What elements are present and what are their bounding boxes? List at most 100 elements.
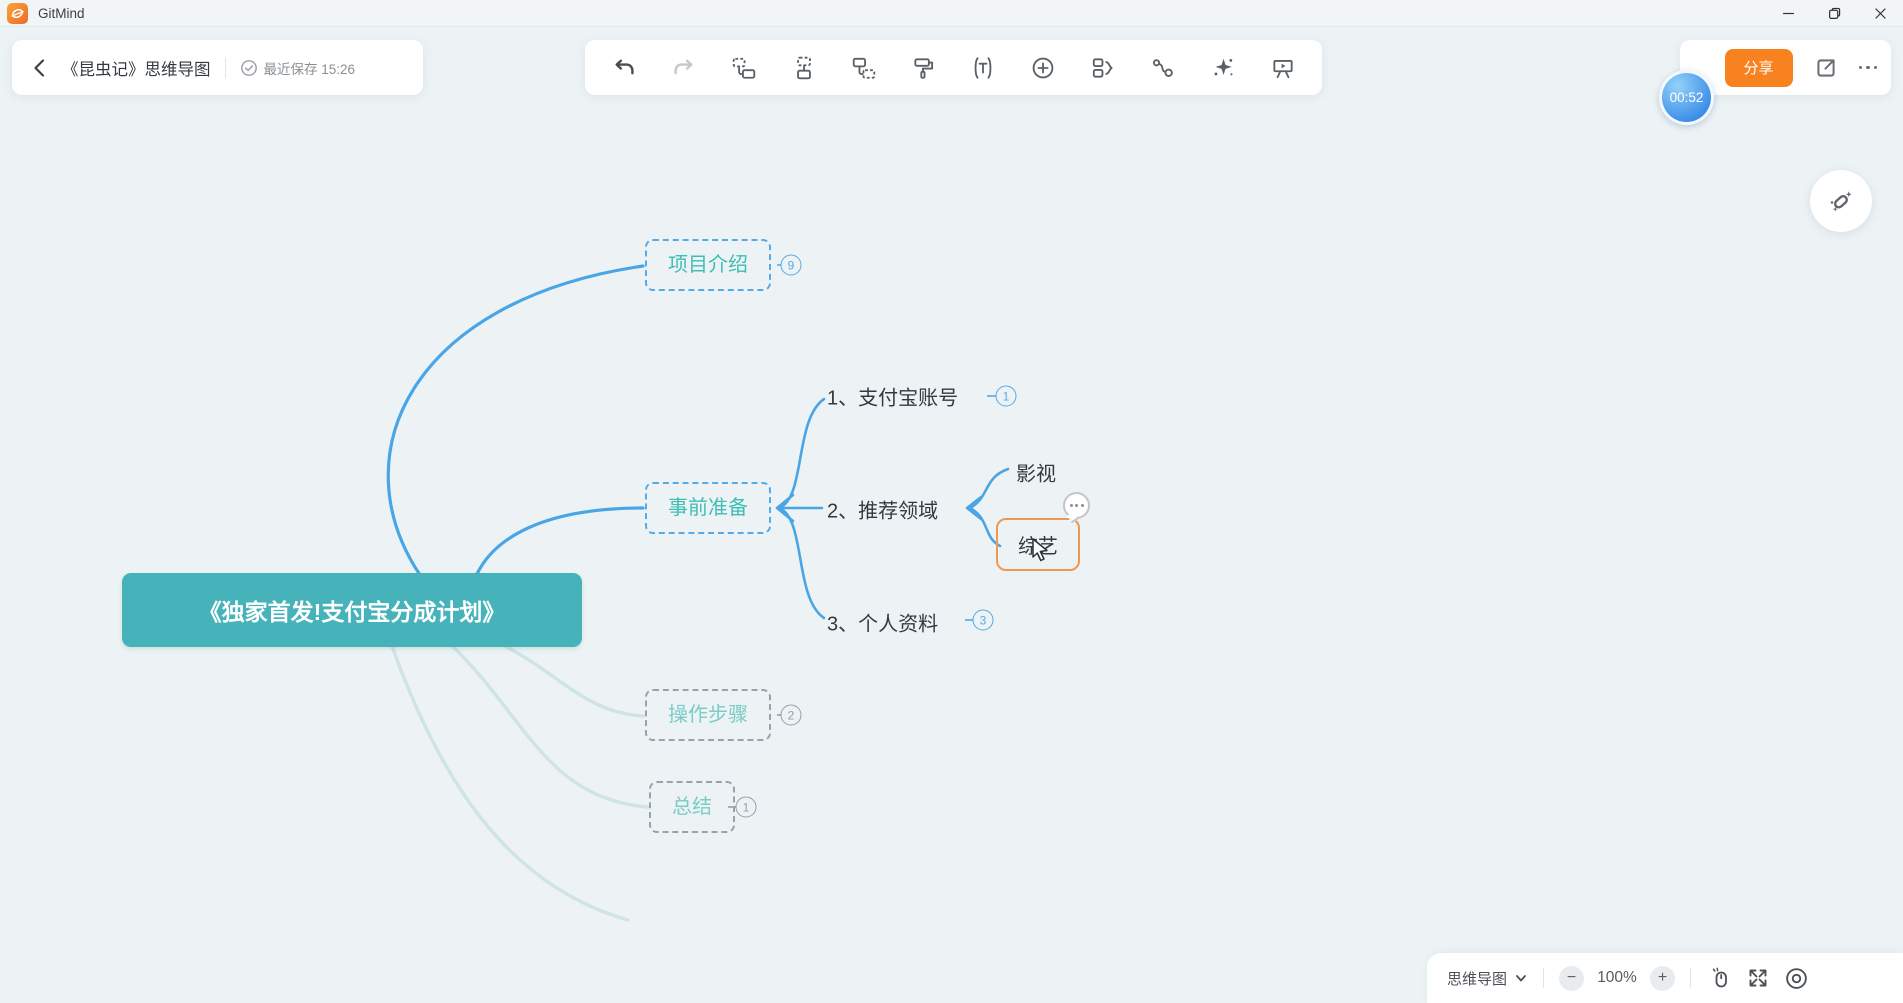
node-more-menu-icon[interactable] xyxy=(1063,492,1090,519)
share-button[interactable]: 分享 xyxy=(1724,48,1793,87)
link-steps xyxy=(503,644,645,718)
zoom-out-button[interactable]: − xyxy=(1559,965,1585,991)
badge-count: 2 xyxy=(787,708,795,722)
export-icon[interactable] xyxy=(1813,55,1839,81)
dot xyxy=(1069,504,1073,507)
badge-count: 1 xyxy=(742,800,750,814)
node-alipay-account[interactable]: 1、支付宝账号 xyxy=(827,387,959,410)
zoom-in-button[interactable]: + xyxy=(1650,965,1676,991)
summary-button[interactable] xyxy=(1086,51,1120,85)
close-icon[interactable] xyxy=(1857,0,1903,27)
window-titlebar: GitMind xyxy=(0,0,1903,27)
summary-icon xyxy=(1093,57,1113,78)
document-header-panel: 《昆虫记》思维导图 最近保存 15:26 xyxy=(12,40,423,95)
brace-tip-prepare xyxy=(775,493,795,523)
dot xyxy=(1873,65,1877,70)
share-panel: 分享 xyxy=(1680,40,1891,95)
node-variety-show-selected[interactable]: 综艺 xyxy=(996,518,1080,571)
dot xyxy=(1080,504,1084,507)
link-child-3 xyxy=(777,506,826,620)
node-label: 项目介绍 xyxy=(668,254,748,276)
gitmind-logo-icon xyxy=(7,2,28,24)
link-project xyxy=(386,264,645,577)
insert-child-node-button[interactable] xyxy=(847,51,881,85)
mouse-mode-icon[interactable] xyxy=(1708,966,1732,990)
dot xyxy=(1075,504,1078,507)
node-label: 总结 xyxy=(672,796,712,818)
divider xyxy=(1543,968,1545,988)
node-personal-info[interactable]: 3、个人资料 xyxy=(827,613,939,636)
collapsed-count-badge[interactable]: 9 xyxy=(780,254,802,276)
ai-magic-icon xyxy=(1214,58,1233,75)
restore-icon[interactable] xyxy=(1811,0,1857,27)
badge-count: 3 xyxy=(979,613,987,627)
ai-magic-button[interactable] xyxy=(1206,51,1240,85)
layout-type-dropdown[interactable]: 思维导图 xyxy=(1447,968,1528,989)
minimize-icon[interactable] xyxy=(1765,0,1811,27)
app-title: GitMind xyxy=(38,5,85,21)
document-title[interactable]: 《昆虫记》思维导图 xyxy=(62,60,211,79)
link-extra xyxy=(390,644,630,922)
brace-tip-field xyxy=(965,495,983,521)
saved-check-icon xyxy=(240,59,257,76)
insert-parent-node-button[interactable] xyxy=(787,51,821,85)
node-label: 事前准备 xyxy=(668,497,748,519)
link-child-1 xyxy=(777,397,826,510)
presentation-icon xyxy=(1273,59,1293,78)
redo-icon xyxy=(674,59,693,75)
link-child-2-1 xyxy=(968,467,1010,510)
relation-line-button[interactable] xyxy=(1146,51,1180,85)
node-recommended-field[interactable]: 2、推荐领域 xyxy=(827,500,939,523)
root-node[interactable]: 《独家首发!支付宝分成计划》 xyxy=(122,573,582,647)
more-menu-icon[interactable] xyxy=(1858,65,1877,70)
save-status: 最近保存 15:26 xyxy=(263,61,356,77)
divider xyxy=(1690,968,1692,988)
eye-icon[interactable] xyxy=(1784,966,1809,991)
undo-button[interactable] xyxy=(607,51,641,85)
redo-button[interactable] xyxy=(667,51,701,85)
insert-text-button[interactable] xyxy=(966,51,1000,85)
collapsed-count-badge[interactable]: 3 xyxy=(972,609,994,631)
root-node-label: 《独家首发!支付宝分成计划》 xyxy=(198,599,506,625)
format-painter-icon xyxy=(913,57,933,79)
timer-value: 00:52 xyxy=(1669,90,1704,105)
link-summary xyxy=(450,644,649,809)
node-film-tv[interactable]: 影视 xyxy=(1016,463,1056,486)
back-chevron-icon[interactable] xyxy=(30,58,48,78)
insert-parent-node-icon xyxy=(796,56,811,79)
magic-wand-icon xyxy=(1830,191,1852,212)
collapsed-count-badge[interactable]: 1 xyxy=(735,796,757,818)
presentation-button[interactable] xyxy=(1266,51,1300,85)
undo-icon xyxy=(614,59,634,75)
node-project-intro[interactable]: 项目介绍 xyxy=(645,239,771,291)
insert-plus-button[interactable] xyxy=(1026,51,1060,85)
ai-assistant-button[interactable] xyxy=(1810,170,1872,232)
link-prepare xyxy=(475,506,645,576)
dot xyxy=(1858,65,1862,70)
insert-plus-icon xyxy=(1032,57,1054,78)
recording-timer[interactable]: 00:52 xyxy=(1659,70,1714,125)
insert-child-node-icon xyxy=(852,57,875,79)
window-controls xyxy=(1765,0,1903,27)
node-operation-steps[interactable]: 操作步骤 xyxy=(645,689,771,741)
badge-count: 1 xyxy=(1002,389,1010,403)
canvas-statusbar: 思维导图 − 100% + xyxy=(1427,953,1903,1003)
main-toolbar xyxy=(585,40,1322,95)
fit-screen-icon[interactable] xyxy=(1746,966,1770,990)
format-painter-button[interactable] xyxy=(907,51,941,85)
divider xyxy=(224,57,226,78)
node-preparation[interactable]: 事前准备 xyxy=(645,482,771,534)
chevron-down-icon xyxy=(1516,975,1526,982)
collapsed-count-badge[interactable]: 1 xyxy=(995,385,1017,407)
node-conclusion[interactable]: 总结 xyxy=(649,781,735,833)
node-label: 操作步骤 xyxy=(668,704,748,726)
insert-sibling-node-icon xyxy=(732,57,756,79)
collapsed-count-badge[interactable]: 2 xyxy=(780,704,802,726)
layout-type-label: 思维导图 xyxy=(1447,970,1508,988)
relation-line-icon xyxy=(1153,58,1173,77)
zoom-level: 100% xyxy=(1597,969,1637,986)
node-label: 综艺 xyxy=(1018,536,1058,558)
insert-sibling-node-button[interactable] xyxy=(727,51,761,85)
